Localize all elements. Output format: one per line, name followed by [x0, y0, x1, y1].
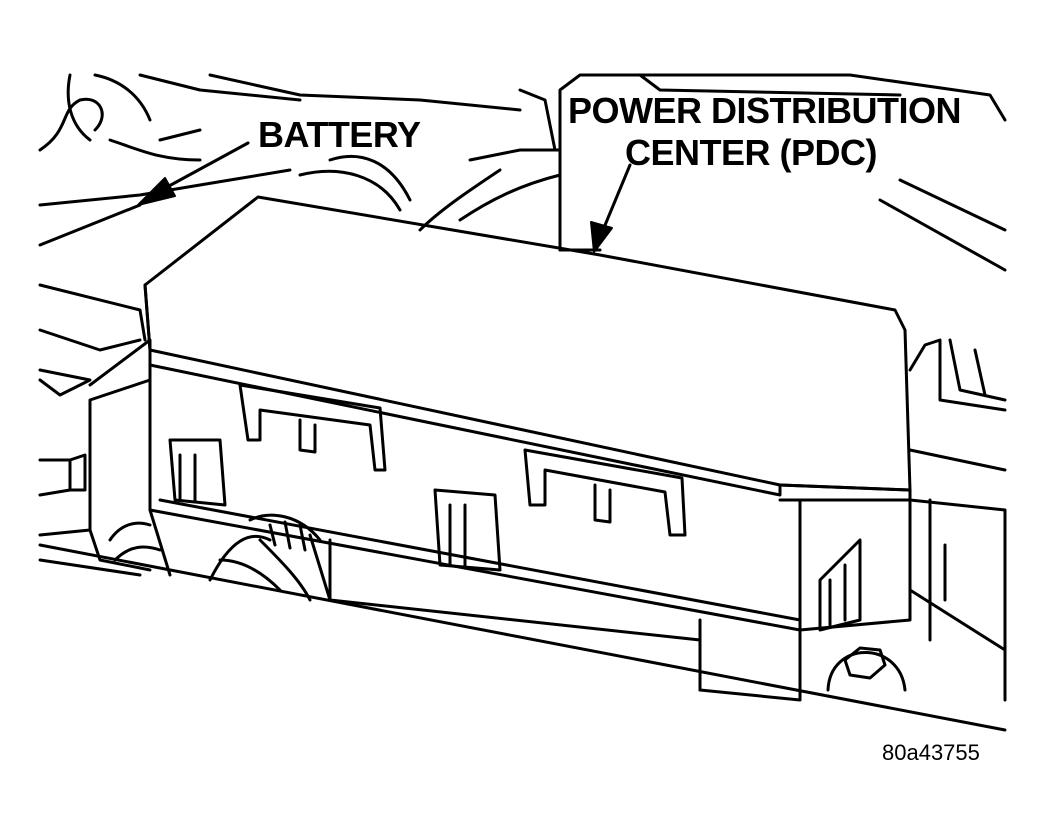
wiring-harness [208, 513, 322, 602]
body-clip-center [433, 488, 502, 572]
mounting-bolt-icon [826, 646, 907, 692]
body-clip-left [168, 438, 227, 507]
floor-lines [38, 543, 1007, 732]
cover-latch-right [523, 448, 687, 537]
figure-id: 80a43755 [882, 740, 980, 765]
left-components [38, 283, 162, 572]
pdc-cover [143, 195, 912, 502]
right-bracket [908, 338, 1007, 702]
pdc-body [148, 363, 912, 702]
engine-bay-background [38, 73, 562, 247]
pdc-label-line2: CENTER (PDC) [625, 132, 878, 173]
pdc-leader-arrow [590, 163, 632, 253]
cover-latch-left [238, 383, 387, 472]
battery-leader-arrow [137, 141, 250, 206]
pdc-label-line1: POWER DISTRIBUTION [568, 90, 962, 131]
battery-label: BATTERY [258, 114, 421, 155]
rear-bracket [558, 73, 1007, 272]
